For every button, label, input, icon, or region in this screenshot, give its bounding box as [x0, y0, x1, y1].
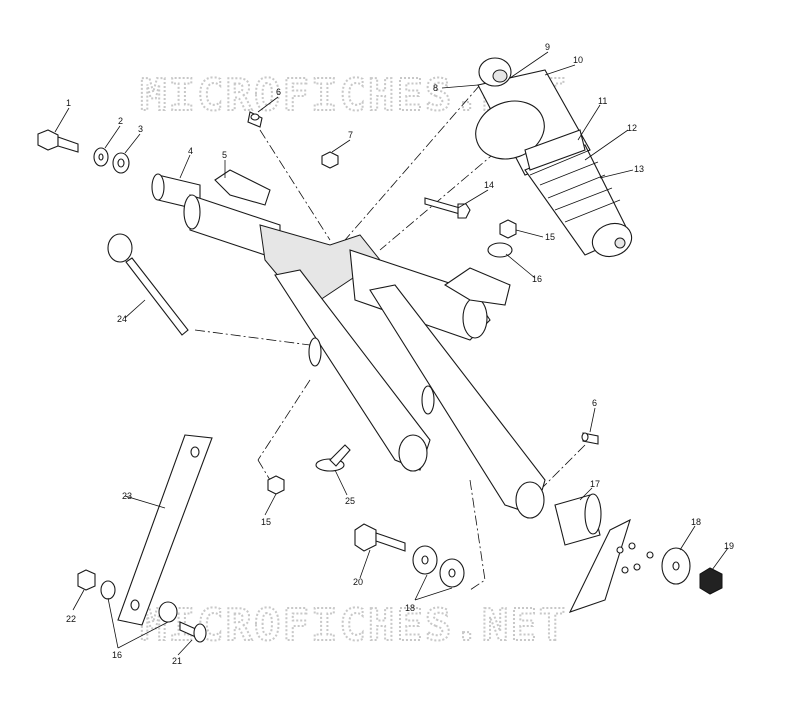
- washer-3-hole: [117, 158, 125, 168]
- part-washer-16-lower-a: [100, 580, 116, 600]
- part-washer-16-lower-b: [158, 601, 178, 623]
- callout-4: 4: [188, 146, 193, 156]
- callout-9: 9: [545, 42, 550, 52]
- callout-15-lower: 15: [261, 517, 271, 527]
- part-bolt-25: [315, 444, 351, 472]
- callout-10: 10: [573, 55, 583, 65]
- callout-16-lower: 16: [112, 650, 122, 660]
- washer-18-lower-b-hole: [448, 568, 456, 578]
- callout-5: 5: [222, 150, 227, 160]
- part-nut-19: [699, 567, 723, 595]
- callout-23: 23: [122, 491, 132, 501]
- part-washer-16-upper: [487, 242, 513, 258]
- part-eyebolt-24: [107, 233, 189, 336]
- callout-6-lower: 6: [592, 398, 597, 408]
- callout-24: 24: [117, 314, 127, 324]
- part-nut-7: [321, 151, 339, 169]
- callout-3: 3: [138, 124, 143, 134]
- callout-19: 19: [724, 541, 734, 551]
- part-plate-23: [117, 434, 213, 626]
- washer-18-hole: [672, 561, 680, 571]
- callout-6-upper: 6: [276, 87, 281, 97]
- watermark-bottom: MICROFICHES.NET: [140, 600, 567, 651]
- callout-13: 13: [634, 164, 644, 174]
- callout-21: 21: [172, 656, 182, 666]
- part-bolt-1: [37, 129, 79, 153]
- callout-11: 11: [598, 96, 607, 106]
- part-bolt-21: [179, 621, 207, 643]
- callout-7: 7: [348, 130, 353, 140]
- part-grease-fitting-6-upper: [247, 111, 263, 128]
- callout-2: 2: [118, 116, 123, 126]
- callout-1: 1: [66, 98, 71, 108]
- alignment-lines: [194, 84, 586, 591]
- callout-18-right: 18: [691, 517, 701, 527]
- callout-14: 14: [484, 180, 494, 190]
- callout-15-upper: 15: [545, 232, 555, 242]
- part-nut-15-upper: [499, 219, 517, 239]
- part-nut-15-lower: [267, 475, 285, 495]
- part-spring-clip: [568, 518, 631, 613]
- part-bolt-20: [354, 523, 406, 552]
- callout-16-upper: 16: [532, 274, 542, 284]
- leader-lines: [54, 51, 729, 656]
- part-arm-assembly-5: [183, 169, 546, 519]
- callout-20: 20: [353, 577, 363, 587]
- washer-18-lower-a-hole: [421, 555, 429, 565]
- callout-25: 25: [345, 496, 355, 506]
- callout-18-lower: 18: [405, 603, 415, 613]
- part-grease-fitting-6-lower: [581, 432, 599, 445]
- callout-labels: 1 2 3 4 5 6 7 8 9 10 11 12 13 14 15 16 2…: [66, 42, 734, 666]
- callout-12: 12: [627, 123, 637, 133]
- washer-2-hole: [98, 153, 104, 161]
- callout-8: 8: [433, 83, 438, 93]
- part-spacer-17: [554, 493, 602, 546]
- callout-17: 17: [590, 479, 600, 489]
- callout-22: 22: [66, 614, 76, 624]
- part-nut-22: [77, 569, 96, 591]
- part-small-washers: [616, 542, 654, 574]
- part-bolt-14: [424, 197, 471, 219]
- part-shock-absorber: [475, 57, 633, 258]
